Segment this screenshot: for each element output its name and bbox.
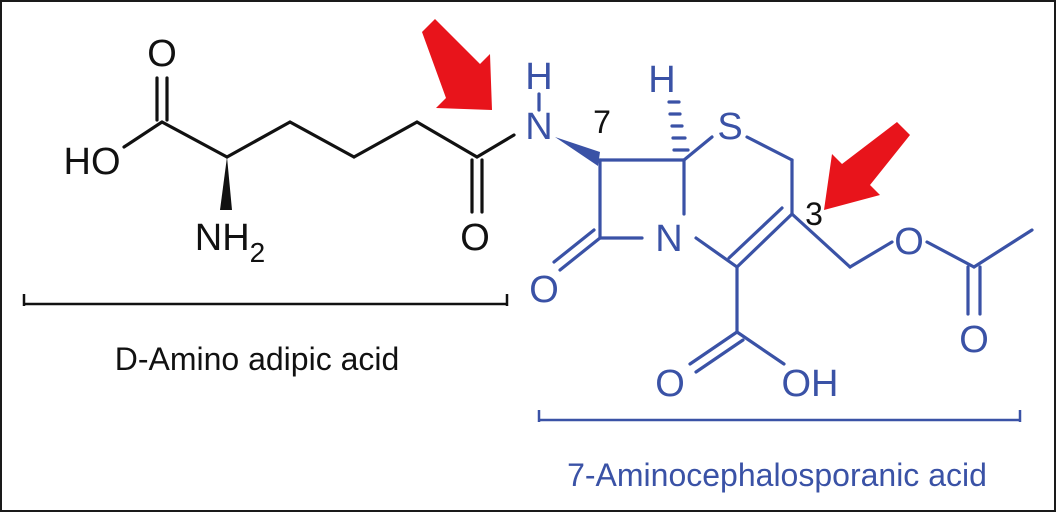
- position-3-label: 3: [805, 196, 823, 232]
- atom-o-ester: O: [894, 221, 924, 263]
- atom-nh2-subscript: 2: [250, 237, 266, 268]
- position-7-label: 7: [593, 104, 611, 140]
- atom-n-ring: N: [655, 218, 682, 260]
- red-arrow-amide: [422, 19, 492, 110]
- amino-adipic-bonds: [122, 76, 516, 214]
- atom-oh-acid: OH: [782, 363, 839, 405]
- atom-h-amide: H: [525, 56, 552, 98]
- wedge-bond-c7: [555, 137, 600, 166]
- atom-ho: HO: [64, 141, 121, 183]
- caption-d-amino-adipic-acid: D-Amino adipic acid: [115, 341, 400, 377]
- bracket-left: [22, 294, 509, 306]
- atom-n-amide: N: [525, 106, 552, 148]
- wedge-bond-nh2: [220, 157, 232, 210]
- bracket-right: [537, 410, 1022, 422]
- atom-o-carbonyl: O: [959, 319, 989, 361]
- caption-7-aca: 7-Aminocephalosporanic acid: [567, 457, 987, 493]
- atom-o-amide: O: [460, 217, 490, 259]
- atom-o-top: O: [147, 33, 177, 75]
- atom-nh2-n: NH: [195, 217, 250, 259]
- aca-bonds: [537, 92, 1034, 374]
- atom-o-acid: O: [655, 363, 685, 405]
- atom-o-lactam: O: [529, 269, 559, 311]
- atom-nh2: NH2: [195, 217, 265, 268]
- atom-h-ring: H: [648, 59, 675, 101]
- red-arrow-c3: [824, 122, 910, 210]
- atom-s: S: [717, 106, 742, 148]
